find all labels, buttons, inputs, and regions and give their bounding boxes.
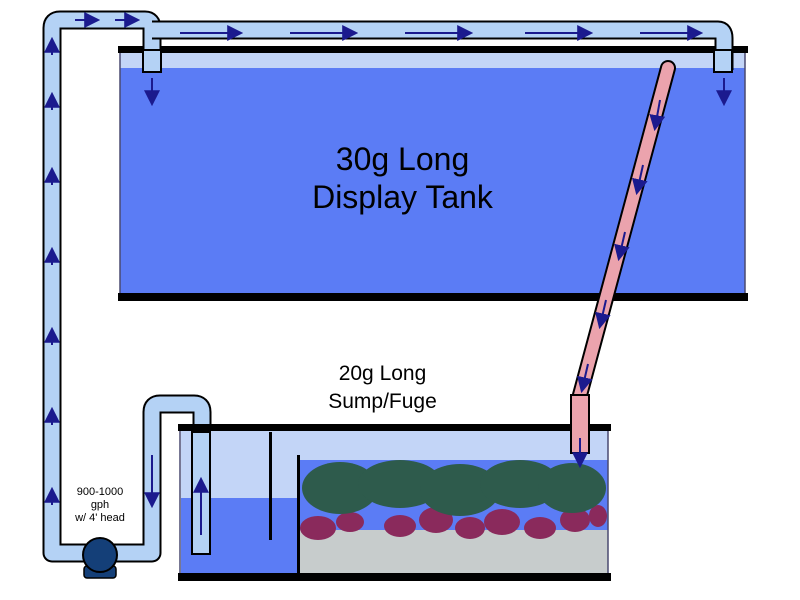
flow-arrow-icon xyxy=(44,12,732,535)
macroalgae xyxy=(302,460,606,516)
pump-flow-label: 900-1000 gph w/ 4' head xyxy=(60,486,140,525)
pump-label-line1: 900-1000 xyxy=(76,486,124,498)
return-line xyxy=(42,10,734,563)
pump-icon xyxy=(82,537,118,579)
display-tank-label: 30g Long Display Tank xyxy=(260,140,545,216)
sump-label: 20g Long Sump/Fuge xyxy=(285,360,480,416)
display-tank-label-line2: Display Tank xyxy=(312,179,493,215)
display-tank-bottom-rim xyxy=(118,293,748,301)
display-tank-top-rim xyxy=(118,46,748,53)
display-tank-label-line1: 30g Long xyxy=(335,141,470,177)
pump-label-line3: w/ 4' head xyxy=(75,512,125,524)
sump-label-line2: Sump/Fuge xyxy=(328,390,437,413)
sump-label-line1: 20g Long xyxy=(338,362,427,385)
sump-sand-bed xyxy=(300,530,608,574)
sump-baffle-center xyxy=(269,432,272,540)
sump-baffle-refugium xyxy=(297,455,300,575)
sump-tank xyxy=(178,394,611,581)
display-tank-air-gap xyxy=(120,52,745,68)
sump-bottom-rim xyxy=(178,573,611,581)
pump-label-line2: gph xyxy=(90,499,110,511)
sump-top-rim xyxy=(178,424,611,431)
